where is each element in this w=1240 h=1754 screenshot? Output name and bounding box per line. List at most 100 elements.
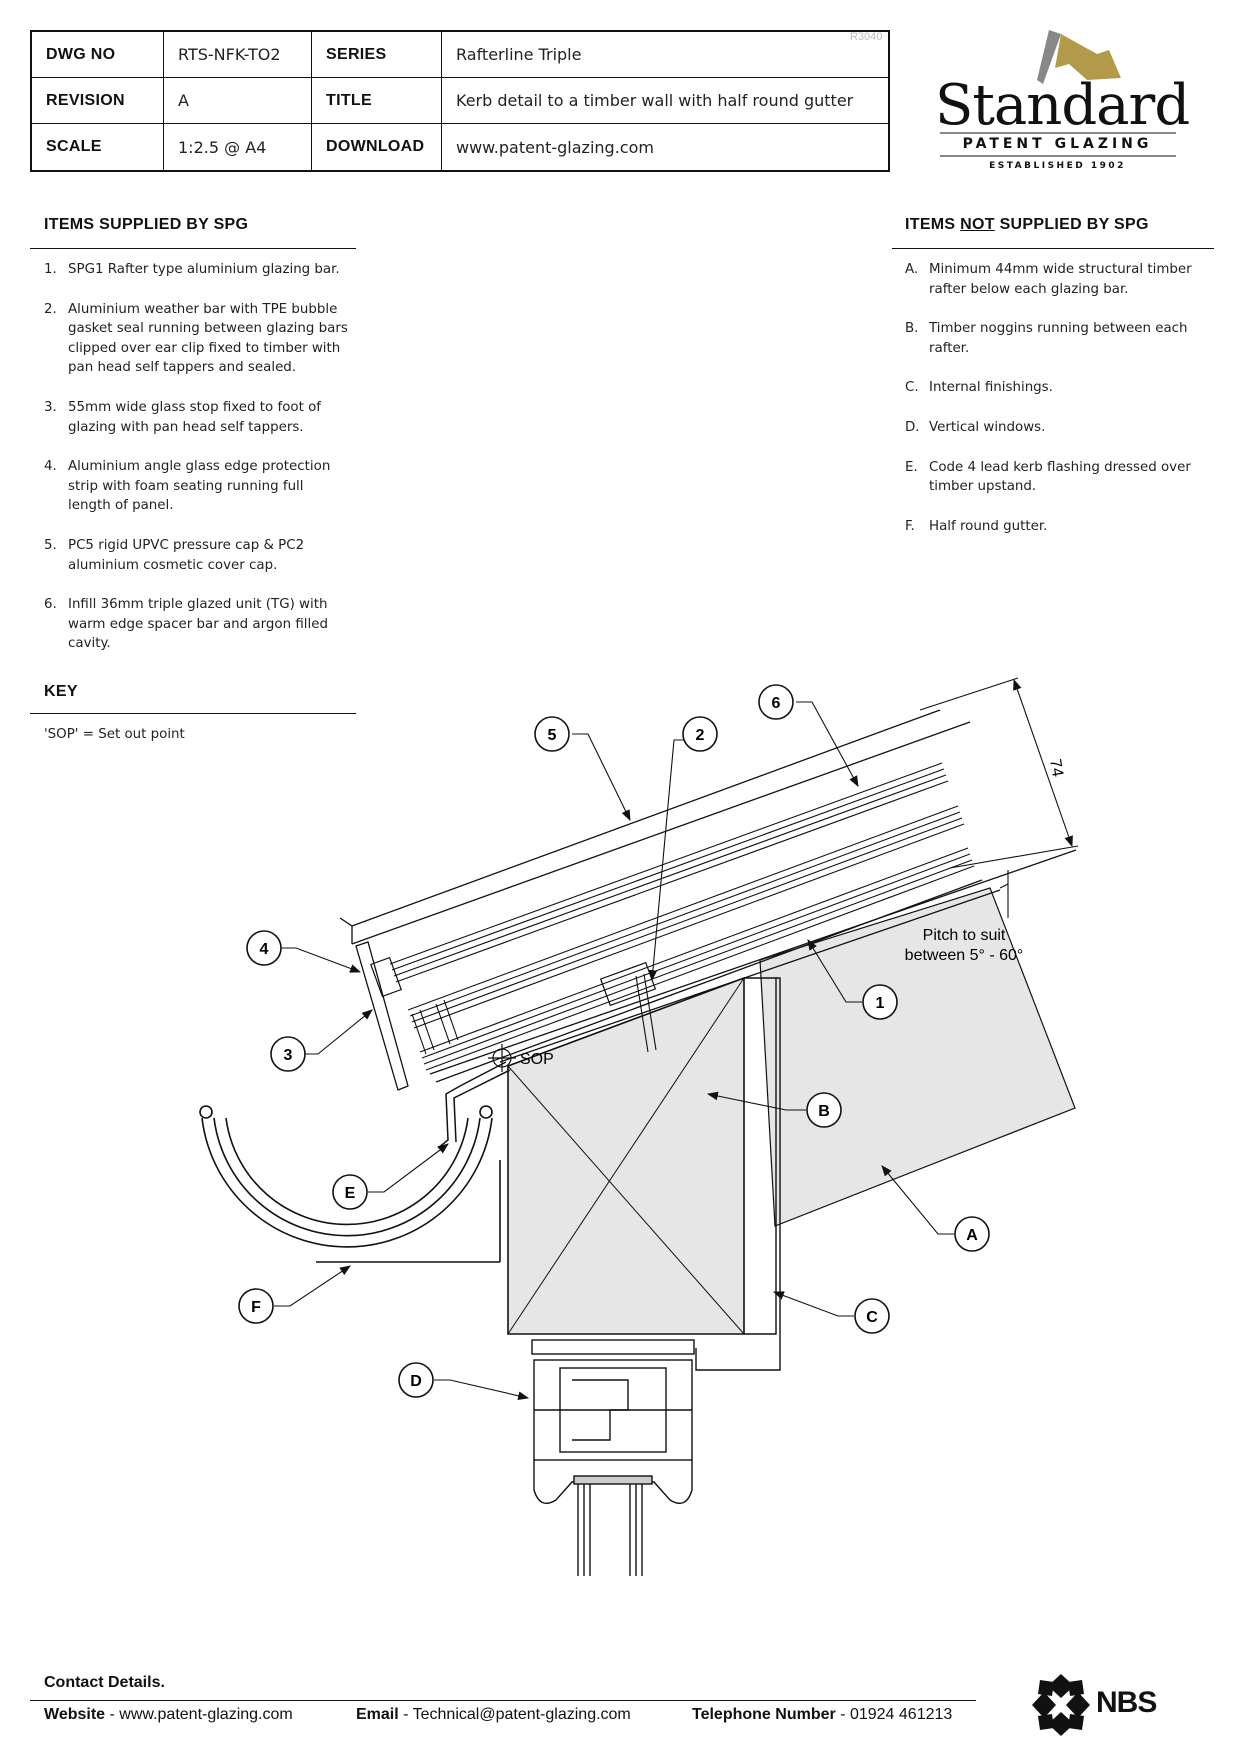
key-text: 'SOP' = Set out point	[44, 727, 185, 742]
drawing-ref-code: R3040	[850, 31, 883, 43]
supplied-item-number: 2.	[44, 301, 57, 317]
not-supplied-item-text: Half round gutter.	[929, 518, 1048, 534]
not-supplied-item-text: Timber noggins running between each raft…	[929, 321, 1188, 356]
callout-label: 3	[284, 1047, 293, 1064]
callout-circle	[270, 1036, 306, 1072]
callout-label: 4	[260, 941, 269, 958]
callout-f: F	[238, 1288, 274, 1324]
supplied-item-text: Aluminium angle glass edge protection st…	[68, 459, 331, 514]
heading-part: ITEMS	[905, 216, 961, 233]
callout-circle	[332, 1174, 368, 1210]
download-link[interactable]: www.patent-glazing.com	[456, 137, 654, 157]
supplied-item-number: 5.	[44, 537, 57, 553]
supplied-item: 1.SPG1 Rafter type aluminium glazing bar…	[44, 260, 349, 280]
standard-patent-glazing-logo: Standard PATENT GLAZING ESTABLISHED 1902	[935, 28, 1190, 178]
phone-label: Telephone Number	[692, 1706, 836, 1723]
phone-number: 01924 461213	[849, 1706, 953, 1723]
heading-not: NOT	[960, 216, 995, 233]
callout-label: C	[866, 1309, 878, 1326]
dwg-no-value: RTS-NFK-TO2	[164, 32, 312, 78]
download-label: DOWNLOAD	[312, 124, 442, 170]
callout-circle	[758, 684, 794, 720]
not-supplied-item-text: Code 4 lead kerb flashing dressed over t…	[929, 459, 1191, 495]
not-supplied-item: E.Code 4 lead kerb flashing dressed over…	[905, 458, 1210, 497]
separator: -	[403, 1706, 409, 1723]
website-label: Website	[44, 1706, 106, 1723]
not-supplied-item: B. Timber noggins running between each ra…	[905, 319, 1210, 358]
not-supplied-item-text: Minimum 44mm wide structural timber raft…	[929, 262, 1192, 297]
glazing-assembly	[339, 709, 1077, 1091]
supplied-item-text: PC5 rigid UPVC pressure cap & PC2 alumin…	[68, 537, 305, 573]
contact-details-title: Contact Details.	[44, 1674, 165, 1691]
callout-2: 2	[682, 716, 718, 752]
supplied-item-text: SPG1 Rafter type aluminium glazing bar.	[68, 262, 340, 277]
scale-label: SCALE	[32, 124, 164, 170]
not-supplied-item-number: F.	[905, 518, 915, 534]
logo-wordmark: Standard	[935, 73, 1190, 138]
not-supplied-heading: ITEMS NOT SUPPLIED BY SPG	[905, 216, 1149, 234]
supplied-item-text: Aluminium weather bar with TPE bubble ga…	[68, 301, 348, 376]
callout-circle	[246, 930, 282, 966]
half-round-gutter-f	[199, 1105, 501, 1263]
callout-circle	[854, 1298, 890, 1334]
callout-e: E	[332, 1174, 368, 1210]
not-supplied-item-number: C.	[905, 380, 919, 396]
not-supplied-item: F. Half round gutter.	[905, 517, 1210, 537]
callout-bubbles: 1 2 3 4 5 6A B C D E F	[238, 684, 990, 1398]
key-rule	[30, 713, 356, 714]
pitch-label-line2: between 5° - 60°	[905, 947, 1024, 964]
not-supplied-item-number: B.	[905, 321, 919, 337]
callout-label: E	[345, 1185, 356, 1202]
leader-lines	[274, 701, 954, 1401]
not-supplied-rule	[892, 248, 1214, 249]
supplied-item: 3.55mm wide glass stop fixed to foot of …	[44, 398, 349, 437]
callout-label: D	[410, 1373, 422, 1390]
footer-website: Website - www.patent-glazing.com	[44, 1706, 293, 1724]
callout-c: C	[854, 1298, 890, 1334]
callout-4: 4	[246, 930, 282, 966]
dwg-no-label: DWG NO	[32, 32, 164, 78]
email-label: Email	[356, 1706, 399, 1723]
title-label: TITLE	[312, 78, 442, 124]
not-supplied-item-number: D.	[905, 419, 920, 435]
callout-label: 1	[876, 995, 885, 1012]
callout-3: 3	[270, 1036, 306, 1072]
key-heading: KEY	[44, 683, 78, 700]
callout-label: B	[818, 1103, 830, 1120]
callout-5: 5	[534, 716, 570, 752]
callout-label: 6	[772, 695, 781, 712]
scale-value: 1:2.5 @ A4	[164, 124, 312, 170]
callout-label: A	[966, 1227, 978, 1244]
supplied-rule	[30, 248, 356, 249]
dimension-label: 74	[1046, 758, 1066, 779]
supplied-list: 1.SPG1 Rafter type aluminium glazing bar…	[44, 260, 349, 674]
website-link[interactable]: www.patent-glazing.com	[119, 1706, 293, 1723]
series-value: Rafterline Triple	[442, 32, 888, 78]
nbs-flower-icon	[1032, 1674, 1090, 1736]
callout-circle	[534, 716, 570, 752]
internal-finishings-c	[695, 977, 781, 1371]
revision-value: A	[164, 78, 312, 124]
supplied-item-text: Infill 36mm triple glazed unit (TG) with…	[68, 597, 328, 652]
separator: -	[840, 1706, 846, 1723]
nbs-logo: NBS	[1030, 1672, 1170, 1742]
not-supplied-item: D. Vertical windows.	[905, 418, 1210, 438]
callout-1: 1	[862, 984, 898, 1020]
revision-label: REVISION	[32, 78, 164, 124]
supplied-item: 5. PC5 rigid UPVC pressure cap & PC2 alum…	[44, 536, 349, 575]
separator: -	[109, 1706, 115, 1723]
callout-label: 2	[696, 727, 705, 744]
dimension-74	[919, 677, 1079, 918]
logo-subtitle: PATENT GLAZING	[962, 136, 1153, 152]
flag-icon	[1037, 30, 1121, 84]
logo-rule-top	[940, 132, 1176, 134]
timber-noggin-b	[507, 976, 745, 1335]
logo-established: ESTABLISHED 1902	[989, 161, 1126, 171]
not-supplied-item-number: A.	[905, 262, 919, 277]
not-supplied-item: A. Minimum 44mm wide structural timber ra…	[905, 260, 1210, 299]
supplied-item-text: 55mm wide glass stop fixed to foot of gl…	[68, 399, 322, 435]
not-supplied-item-text: Vertical windows.	[929, 419, 1046, 435]
email-link[interactable]: Technical@patent-glazing.com	[412, 1706, 631, 1723]
supplied-heading: ITEMS SUPPLIED BY SPG	[44, 216, 249, 233]
